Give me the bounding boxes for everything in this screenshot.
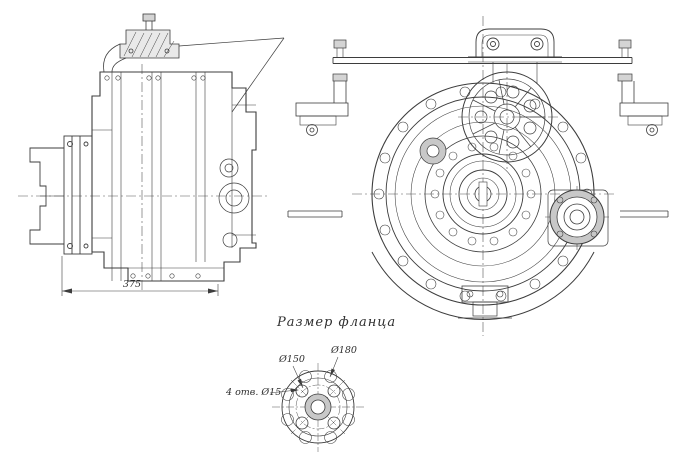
dimension-375: 375 (61, 256, 219, 296)
leader-dia180: Ø180 (329, 345, 357, 378)
pump-cover (547, 189, 609, 247)
front-view-gearbox (287, 16, 669, 336)
dia180-label: Ø180 (330, 345, 357, 356)
dimension-375-label: 375 (123, 279, 141, 290)
body-bolts (104, 75, 206, 279)
shaded-boss (419, 137, 447, 165)
leader-holes-note: 4 отв. Ø15 (225, 387, 299, 398)
flange-detail: Размер фланца (225, 315, 396, 452)
bottom-bracket (458, 285, 512, 319)
output-details (218, 158, 250, 248)
dia150-label: Ø150 (278, 354, 305, 365)
side-view-gearbox: 375 (18, 13, 285, 296)
lifting-bracket (468, 28, 562, 84)
flange-body (281, 370, 355, 444)
gearbox-body (91, 71, 257, 282)
break-lines (178, 37, 285, 113)
right-mount-bracket (619, 81, 669, 218)
holes-note-label: 4 отв. Ø15 (225, 387, 281, 398)
left-mount-bracket (287, 81, 349, 218)
gearbox-body-joints (92, 72, 256, 281)
input-shaft (29, 135, 93, 255)
flange-detail-title: Размер фланца (276, 315, 396, 330)
central-hub (430, 142, 536, 246)
top-cover-wheel (461, 71, 553, 163)
bell-housing (371, 82, 595, 321)
leader-dia150: Ø150 (278, 354, 305, 389)
top-bracket (103, 13, 180, 73)
front-view-centerlines (352, 16, 616, 336)
top-tie-bar (332, 39, 633, 82)
